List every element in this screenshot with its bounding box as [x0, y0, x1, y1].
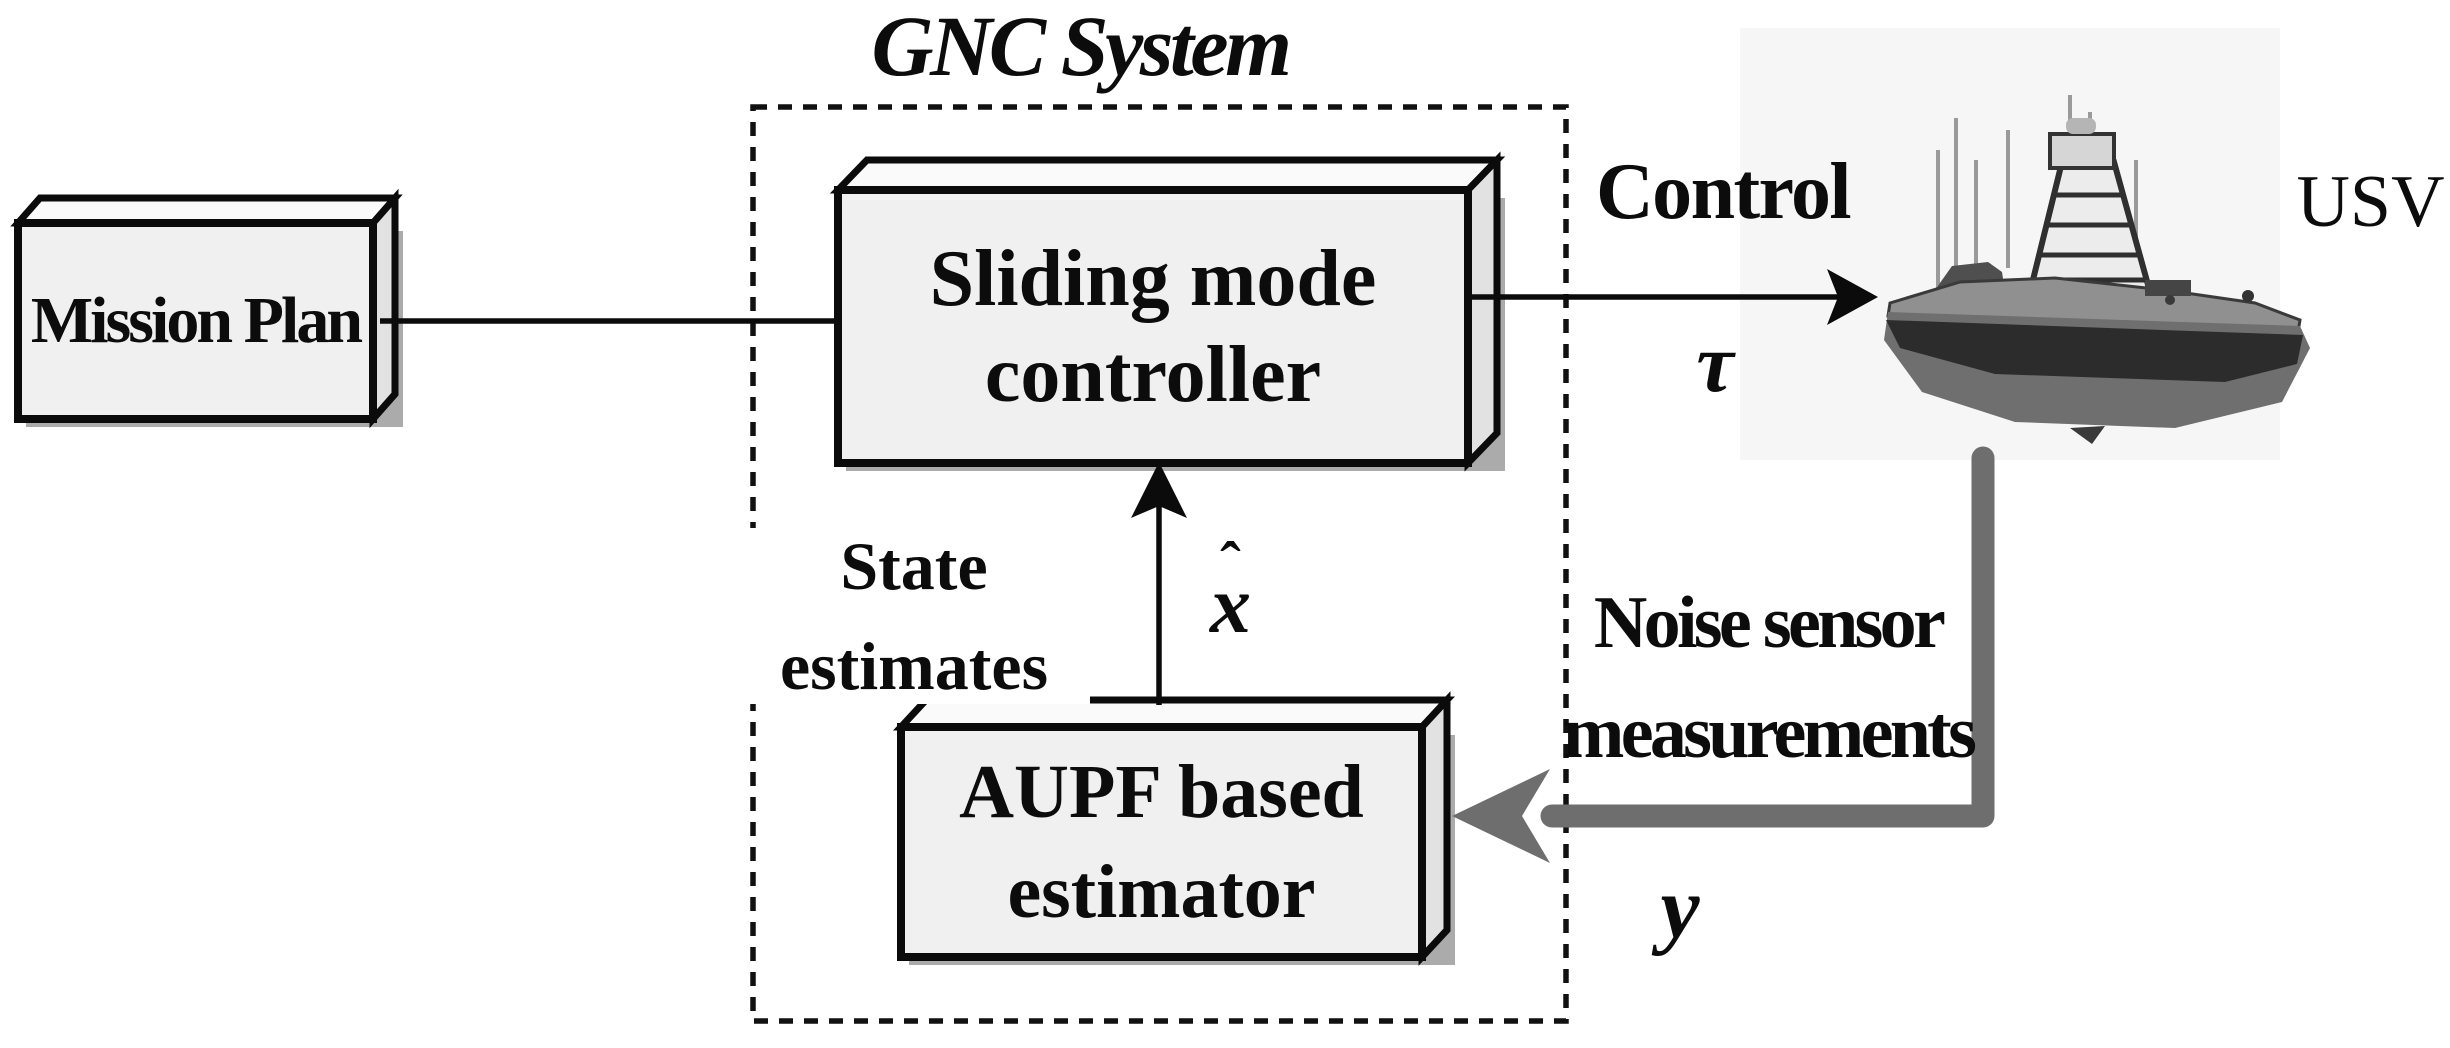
- mission-plan-text: Mission Plan: [30, 284, 363, 357]
- estimator-label-line2: estimator: [1007, 850, 1316, 934]
- controller-box: [829, 151, 1506, 472]
- usv-label: USV: [2288, 161, 2450, 243]
- tau-symbol: τ: [1655, 315, 1775, 411]
- mission-plan-label: Mission Plan: [18, 223, 373, 419]
- boat-bow-fitting: [2242, 290, 2254, 302]
- gnc-system-title-text: GNC System: [871, 0, 1292, 94]
- boat-deck-box: [2145, 280, 2191, 296]
- boat-radar-dome: [2066, 118, 2096, 134]
- controller-box-top-face: [829, 156, 1506, 194]
- feedback-arrowhead: [1452, 769, 1550, 863]
- control-signal-label: Control: [1578, 148, 1868, 236]
- boat-cabin: [2048, 132, 2116, 170]
- controller-label-line1: Sliding mode: [929, 234, 1377, 323]
- controller-box-side-face: [1464, 151, 1501, 472]
- boat-keel: [2070, 426, 2105, 444]
- noise-label-line1: Noise sensor: [1593, 582, 1946, 664]
- xhat-base: x: [1210, 559, 1251, 650]
- feedback-arrow: [1452, 446, 1995, 863]
- noise-label-line2: measurements: [1562, 692, 1977, 774]
- estimator-label-line1: AUPF based: [959, 750, 1364, 834]
- state-estimates-line1: State: [840, 528, 988, 604]
- controller-box-front-face: [834, 186, 1472, 467]
- mission-plan-box: [10, 188, 403, 429]
- mission-box-front-face: [14, 219, 377, 423]
- control-arrowhead: [1827, 269, 1878, 325]
- y-symbol: y: [1620, 859, 1740, 957]
- xhat-circumflex: ˆ: [1220, 531, 1241, 599]
- feedback-path: [1540, 446, 1995, 828]
- sliding-mode-controller-label: Sliding mode controller: [838, 190, 1468, 463]
- estimator-box-front-face: [897, 723, 1426, 961]
- boat-hull-band: [1886, 320, 2303, 382]
- aupf-estimator-label: AUPF based estimator: [901, 727, 1422, 957]
- state-estimate-arrow: [1131, 462, 1187, 705]
- state-estimates-line2: estimates: [779, 628, 1049, 704]
- state-estimate-arrowhead: [1131, 462, 1187, 518]
- estimator-box: [892, 691, 1456, 966]
- state-estimates-label: State estimates: [738, 528, 1090, 704]
- usv-illustration: [1884, 95, 2310, 444]
- usv-label-text: USV: [2296, 160, 2445, 243]
- control-arrow: [1472, 269, 1878, 325]
- gnc-system-boundary: [750, 104, 1569, 1024]
- xhat-symbol: ˆ x: [1183, 534, 1278, 650]
- boat-deck-fitting: [2165, 295, 2175, 305]
- controller-label-line2: controller: [984, 330, 1322, 419]
- y-symbol-text: y: [1660, 859, 1700, 957]
- gnc-system-title: GNC System: [720, 0, 1440, 102]
- noise-sensor-measurements-label: Noise sensor measurements: [1558, 568, 1978, 788]
- control-signal-text: Control: [1596, 147, 1852, 236]
- tau-symbol-text: τ: [1696, 316, 1734, 410]
